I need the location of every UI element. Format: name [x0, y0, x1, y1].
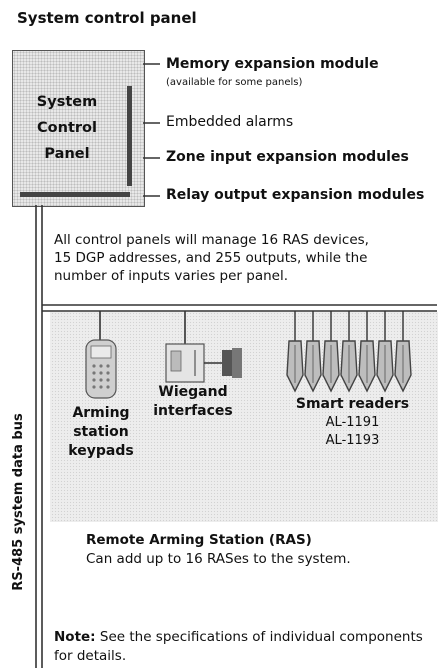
arming-label-line3: keypads: [66, 442, 136, 460]
memory-module-label: Memory expansion module: [166, 56, 379, 72]
panel-connector-strip-bottom: [20, 192, 130, 197]
smart-reader-model-2: AL-1193: [290, 432, 415, 450]
smart-readers-label: Smart readers: [290, 395, 415, 413]
bus-label: RS-485 system data bus: [11, 407, 29, 597]
note-label: Note:: [54, 629, 96, 645]
wiegand-label-line2: interfaces: [148, 402, 238, 420]
arming-label-line2: station: [66, 423, 136, 441]
footnote: Note: See the specifications of individu…: [54, 628, 434, 666]
ras-title: Remote Arming Station (RAS): [86, 532, 312, 548]
wiegand-label-line1: Wiegand: [148, 383, 238, 401]
smart-reader-model-1: AL-1191: [290, 414, 415, 432]
relay-module-label: Relay output expansion modules: [166, 187, 424, 203]
panel-description: All control panels will manage 16 RAS de…: [54, 231, 384, 285]
panel-connector-strip-vertical: [127, 86, 132, 186]
embedded-alarms-label: Embedded alarms: [166, 114, 293, 130]
note-text: See the specifications of individual com…: [54, 629, 423, 664]
arming-label-line1: Arming: [66, 404, 136, 422]
memory-module-note: (available for some panels): [166, 77, 302, 88]
ras-description: Can add up to 16 RASes to the system.: [86, 551, 351, 567]
zone-module-label: Zone input expansion modules: [166, 149, 409, 165]
